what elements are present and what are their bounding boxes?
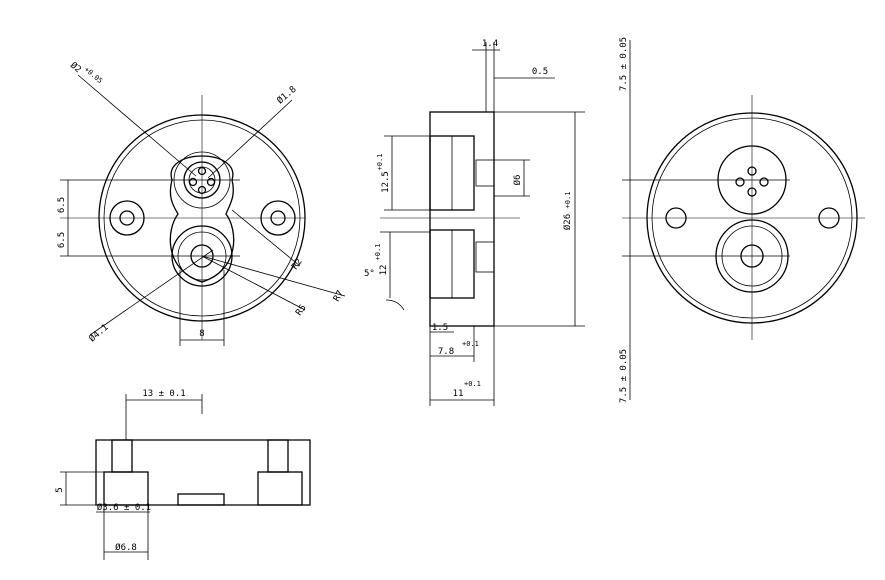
dim-dia-26-tol: +0.1 <box>564 192 572 209</box>
figure-eight-recess <box>169 155 235 283</box>
dim-12-5-tol: +0.1 <box>376 154 384 171</box>
pin-hole <box>206 177 216 187</box>
bottom-slot <box>177 493 225 506</box>
dim-r7: R7 <box>332 289 346 303</box>
pin-slot <box>475 159 495 187</box>
dim-dia-4-1: Ø4.1 <box>87 322 111 344</box>
dim-13: 13 ± 0.1 <box>142 389 185 399</box>
dim-11: 11 <box>453 389 464 399</box>
angle-arc <box>385 299 405 311</box>
left-counterbore <box>103 471 149 506</box>
front-view: 6.5 6.5 Ø2 +0.05 Ø1.8 R2 R7 R5 Ø4.1 8 <box>57 60 346 346</box>
dim-12-5: 12.5 <box>381 171 391 193</box>
dim-dia-26: Ø26 <box>562 214 573 230</box>
leader-line <box>89 249 214 336</box>
bottom-view: 13 ± 0.1 5 Ø3.6 ± 0.1 Ø6.8 <box>55 389 311 560</box>
leader-line <box>201 255 346 297</box>
leader-line <box>77 74 197 177</box>
dim-7-8: 7.8 <box>438 347 454 357</box>
section-body <box>95 439 311 506</box>
right-counterbore <box>257 471 303 506</box>
dim-1-4: 1.4 <box>482 39 498 49</box>
leader-line <box>201 255 306 311</box>
dim-dia-6: Ø6 <box>512 175 523 186</box>
right-view: 7.5 ± 0.05 7.5 ± 0.05 <box>619 37 865 403</box>
dim-dia-3-6: Ø3.6 ± 0.1 <box>97 502 151 513</box>
dim-hole-dia: Ø2 <box>68 60 83 75</box>
pin-hole <box>735 177 745 187</box>
leader-line <box>207 99 293 179</box>
dim-dia-6-8: Ø6.8 <box>115 542 137 553</box>
dim-8: 8 <box>199 329 204 339</box>
dim-7-8-tol: +0.1 <box>462 340 479 348</box>
dim-6-5-lower: 6.5 <box>57 232 67 248</box>
leader-line <box>231 209 301 267</box>
pin-hole <box>759 177 769 187</box>
pin-hole <box>188 177 198 187</box>
right-through-hole <box>267 439 289 473</box>
dim-6-5-upper: 6.5 <box>57 197 67 213</box>
dim-12-tol: +0.1 <box>374 244 382 261</box>
section-body <box>429 111 495 327</box>
dim-12: 12 <box>379 265 389 276</box>
dim-5: 5 <box>55 487 65 492</box>
section-view: 1.4 0.5 Ø26 +0.1 12.5 +0.1 Ø6 12 +0.1 5°… <box>364 39 585 406</box>
dim-angle-5: 5° <box>364 269 375 279</box>
dim-dia-1-8: Ø1.8 <box>275 84 299 106</box>
dim-7-5-top: 7.5 ± 0.05 <box>619 37 629 91</box>
dim-11-tol: +0.1 <box>464 380 481 388</box>
left-through-hole <box>111 439 133 473</box>
dim-0-5: 0.5 <box>532 67 548 77</box>
bore-slot <box>475 241 495 273</box>
dim-7-5-bottom: 7.5 ± 0.05 <box>619 349 629 403</box>
dim-1-5: 1.5 <box>432 323 448 333</box>
